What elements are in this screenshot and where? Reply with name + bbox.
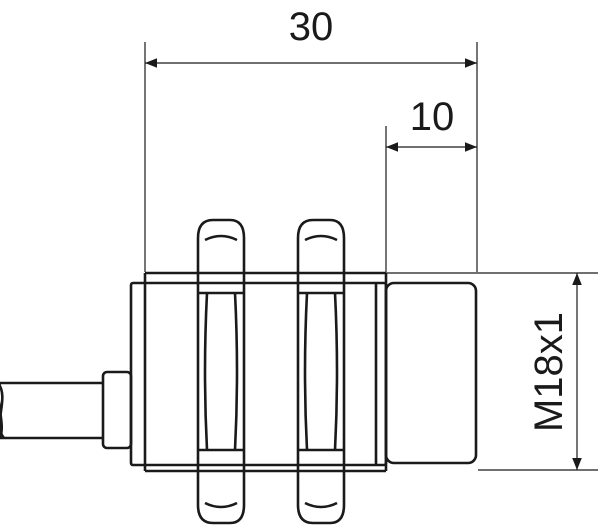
thread-label: M18x1 xyxy=(527,312,571,432)
lock-nut-right xyxy=(296,218,346,525)
overall-length-label: 30 xyxy=(289,5,334,49)
lock-nut-left xyxy=(196,218,246,525)
cable xyxy=(0,381,103,440)
dimension-sensing-face-length: 10 xyxy=(385,95,477,272)
threaded-body xyxy=(129,271,388,473)
dimension-thread: M18x1 xyxy=(386,272,598,471)
cable-gland xyxy=(101,370,133,450)
sensing-face-length-label: 10 xyxy=(410,95,455,139)
dimension-overall-length: 30 xyxy=(144,5,478,272)
sensing-face xyxy=(384,281,478,465)
